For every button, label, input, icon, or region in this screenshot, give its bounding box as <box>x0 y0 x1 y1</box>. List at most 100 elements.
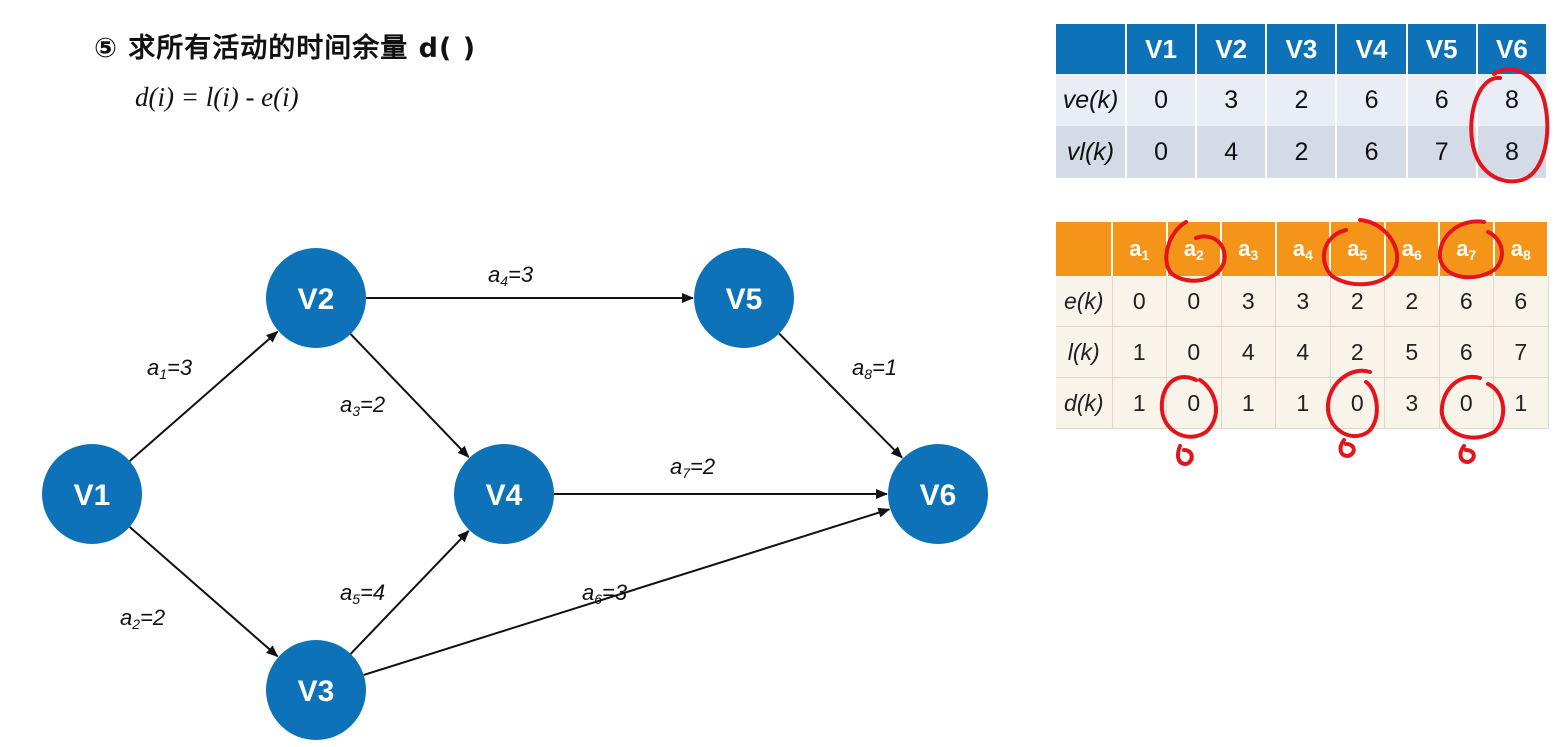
event-header-v5: V5 <box>1406 24 1478 74</box>
table-cell: 2 <box>1330 276 1385 327</box>
edge-label-a3: a3=2 <box>340 392 385 419</box>
table-cell: 0 <box>1330 377 1385 429</box>
activity-header-a1: a1 <box>1112 222 1168 276</box>
node-circle <box>694 248 794 348</box>
table-cell: 0 <box>1439 377 1494 429</box>
activity-time-table: a1 a2 a3 a4 a5 a6 a7 a8 e(k) 0 0 3 3 2 2… <box>1056 222 1549 429</box>
edge-label-a2: a2=2 <box>120 605 165 632</box>
node-v5: V5 <box>694 248 794 348</box>
table-cell: 1 <box>1112 326 1167 378</box>
node-circle <box>454 444 554 544</box>
node-v4: V4 <box>454 444 554 544</box>
table-cell: 0 <box>1166 276 1222 327</box>
node-label: V5 <box>726 283 763 316</box>
edge-label-a1: a1=3 <box>147 355 193 382</box>
activity-header-a4: a4 <box>1275 222 1331 276</box>
edge-label-a8: a8=1 <box>852 355 897 382</box>
edge-v3-v6 <box>363 507 891 676</box>
node-label: V6 <box>920 479 957 512</box>
table-cell: 0 <box>1126 126 1198 178</box>
table-cell: 1 <box>1275 377 1331 429</box>
table-cell: 6 <box>1439 276 1494 327</box>
node-label: V4 <box>486 479 523 512</box>
table-cell: 0 <box>1126 74 1198 126</box>
node-v6: V6 <box>888 444 988 544</box>
table-row-e: e(k) 0 0 3 3 2 2 6 6 <box>1056 276 1549 327</box>
node-v2: V2 <box>266 248 366 348</box>
node-label: V1 <box>74 479 111 512</box>
edge-v2-v4 <box>349 333 470 458</box>
edge-v1-v3 <box>128 526 279 658</box>
activity-header-a5: a5 <box>1330 222 1386 276</box>
table-cell: 0 <box>1166 326 1222 378</box>
table-row-d: d(k) 1 0 1 1 0 3 0 1 <box>1056 377 1549 429</box>
table-row-ve: ve(k) 0 3 2 6 6 8 <box>1056 74 1549 126</box>
node-circle <box>266 640 366 740</box>
node-circle <box>266 248 366 348</box>
table-cell: 2 <box>1384 276 1440 327</box>
table-cell: 6 <box>1406 74 1478 126</box>
table-cell: 0 <box>1112 276 1167 327</box>
edge-label-a6: a6=3 <box>582 580 628 607</box>
node-label: V3 <box>298 675 335 708</box>
event-header-v4: V4 <box>1336 24 1408 74</box>
table-row-vl: vl(k) 0 4 2 6 7 8 <box>1056 126 1549 178</box>
table-cell: 6 <box>1439 326 1494 378</box>
table-row-l: l(k) 1 0 4 4 2 5 6 7 <box>1056 326 1549 378</box>
edge-v1-v2 <box>128 330 279 462</box>
table-cell: 2 <box>1266 74 1338 126</box>
table-cell: 2 <box>1266 126 1338 178</box>
annotation-mark-d5 <box>1338 438 1356 459</box>
table-cell: 8 <box>1476 126 1549 178</box>
activity-header-a3: a3 <box>1221 222 1277 276</box>
table-cell: 7 <box>1493 326 1549 378</box>
activity-header-a8: a8 <box>1493 222 1549 276</box>
event-header-v6: V6 <box>1476 24 1549 74</box>
table-cell: 3 <box>1221 276 1276 327</box>
row-label-vl: vl(k) <box>1056 126 1127 178</box>
edge-v3-v4 <box>349 530 470 655</box>
row-label-e: e(k) <box>1056 276 1113 327</box>
table-cell: 4 <box>1275 326 1331 378</box>
table-cell: 8 <box>1476 74 1549 126</box>
table-cell: 1 <box>1493 377 1549 429</box>
table-cell: 5 <box>1384 326 1440 378</box>
edge-v5-v6 <box>778 332 903 459</box>
table-cell: 2 <box>1330 326 1385 378</box>
table-cell: 3 <box>1196 74 1268 126</box>
activity-table-corner <box>1056 222 1113 276</box>
event-time-table: V1 V2 V3 V4 V5 V6 ve(k) 0 3 2 6 6 8 vl(k… <box>1056 24 1549 178</box>
table-cell: 0 <box>1166 377 1222 429</box>
table-cell: 6 <box>1336 126 1408 178</box>
table-cell: 4 <box>1196 126 1268 178</box>
table-cell: 3 <box>1275 276 1331 327</box>
formula: d(i) = l(i) - e(i) <box>135 82 299 112</box>
node-circle <box>888 444 988 544</box>
edge-label-a5: a5=4 <box>340 580 385 607</box>
row-label-d: d(k) <box>1056 377 1113 429</box>
heading: ⑤ 求所有活动的时间余量 d( ) <box>94 33 477 64</box>
node-v3: V3 <box>266 640 366 740</box>
row-label-ve: ve(k) <box>1056 74 1127 126</box>
table-cell: 4 <box>1221 326 1276 378</box>
annotation-mark-d2 <box>1176 444 1194 467</box>
annotation-mark-d7 <box>1458 444 1476 465</box>
table-cell: 7 <box>1406 126 1478 178</box>
table-cell: 1 <box>1112 377 1167 429</box>
activity-header-a2: a2 <box>1166 222 1222 276</box>
event-header-v2: V2 <box>1196 24 1268 74</box>
activity-header-a6: a6 <box>1384 222 1440 276</box>
table-cell: 6 <box>1493 276 1549 327</box>
row-label-l: l(k) <box>1056 326 1113 378</box>
table-cell: 3 <box>1384 377 1440 429</box>
activity-header-a7: a7 <box>1439 222 1495 276</box>
event-table-corner <box>1056 24 1127 74</box>
node-v1: V1 <box>42 444 142 544</box>
table-cell: 1 <box>1221 377 1276 429</box>
edge-label-a7: a7=2 <box>670 454 715 481</box>
event-header-v1: V1 <box>1126 24 1198 74</box>
node-label: V2 <box>298 283 335 316</box>
event-header-v3: V3 <box>1266 24 1338 74</box>
table-cell: 6 <box>1336 74 1408 126</box>
